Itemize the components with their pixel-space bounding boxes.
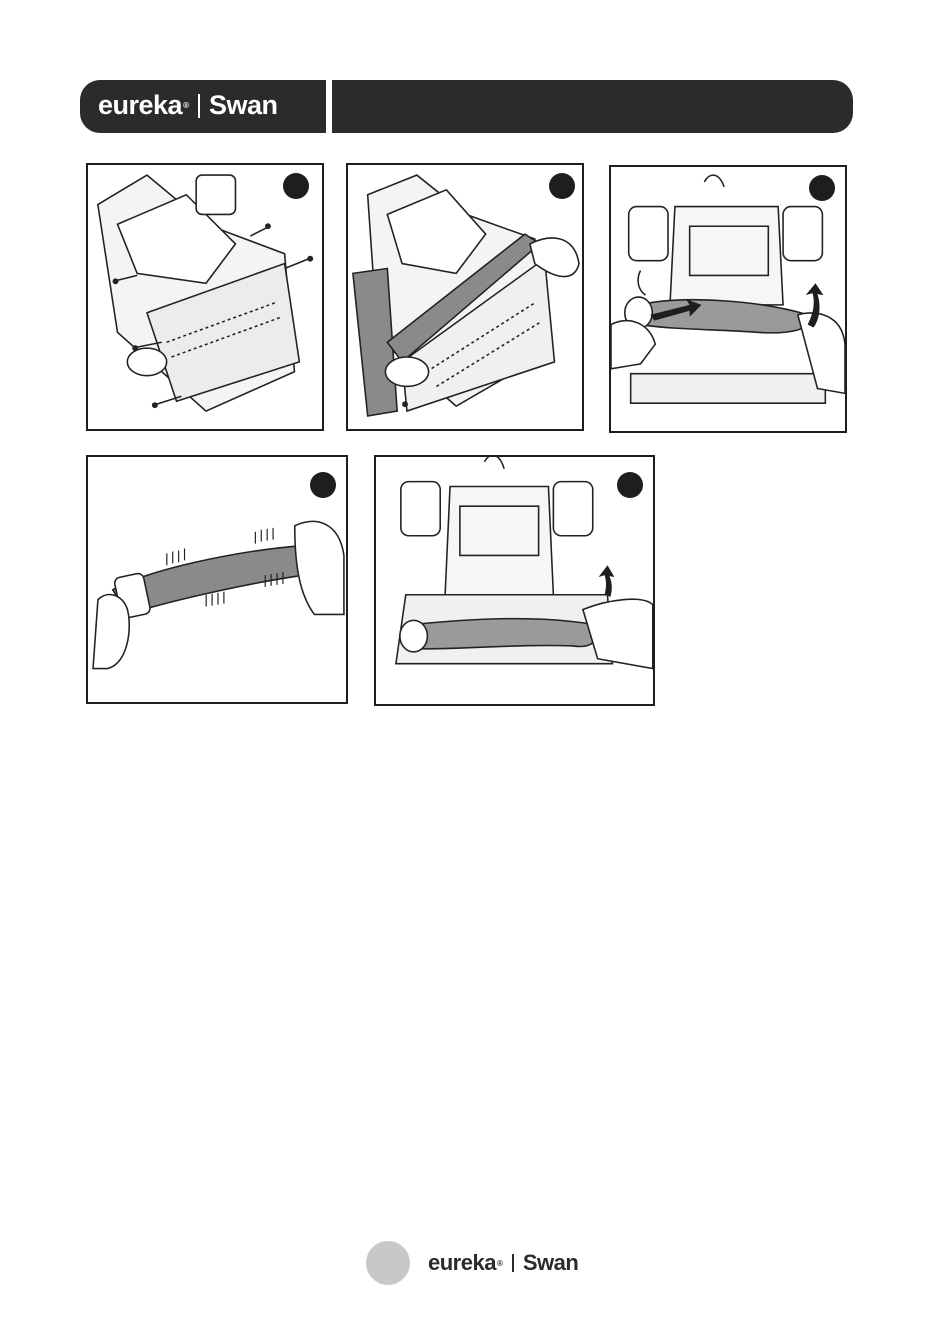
step-badge-3: [809, 175, 835, 201]
header-brand-eureka: eureka: [98, 90, 182, 121]
step-panel-4: [86, 455, 348, 704]
step-badge-5: [617, 472, 643, 498]
step-panel-2: [346, 163, 584, 431]
footer-brand-swan: Swan: [523, 1250, 578, 1276]
header-title-bar: [332, 80, 853, 133]
header-brand-tm: ®: [183, 101, 189, 110]
footer-brand-separator: [512, 1254, 514, 1272]
step-panel-5: [374, 455, 655, 706]
header-brand-separator: [198, 94, 200, 118]
page-number-circle: [366, 1241, 410, 1285]
header-brand-swan: Swan: [209, 90, 278, 121]
footer-brand-tm: ®: [497, 1259, 503, 1268]
header-brand-bar: eureka ® Swan: [80, 80, 326, 133]
step-badge-2: [549, 173, 575, 199]
illustration-reinsert-brushroll: [376, 457, 653, 704]
step-panel-3: [609, 165, 847, 433]
footer-brand-eureka: eureka: [428, 1250, 496, 1276]
header-brand-logo: eureka ® Swan: [98, 90, 278, 121]
illustration-remove-brushroll: [611, 167, 845, 431]
illustration-lift-base-plate: [348, 165, 582, 429]
illustration-remove-screws: [88, 165, 322, 429]
footer-brand-logo: eureka ® Swan: [428, 1250, 578, 1276]
step-badge-1: [283, 173, 309, 199]
illustration-clean-brushroll: [88, 457, 346, 702]
step-panel-1: [86, 163, 324, 431]
step-badge-4: [310, 472, 336, 498]
